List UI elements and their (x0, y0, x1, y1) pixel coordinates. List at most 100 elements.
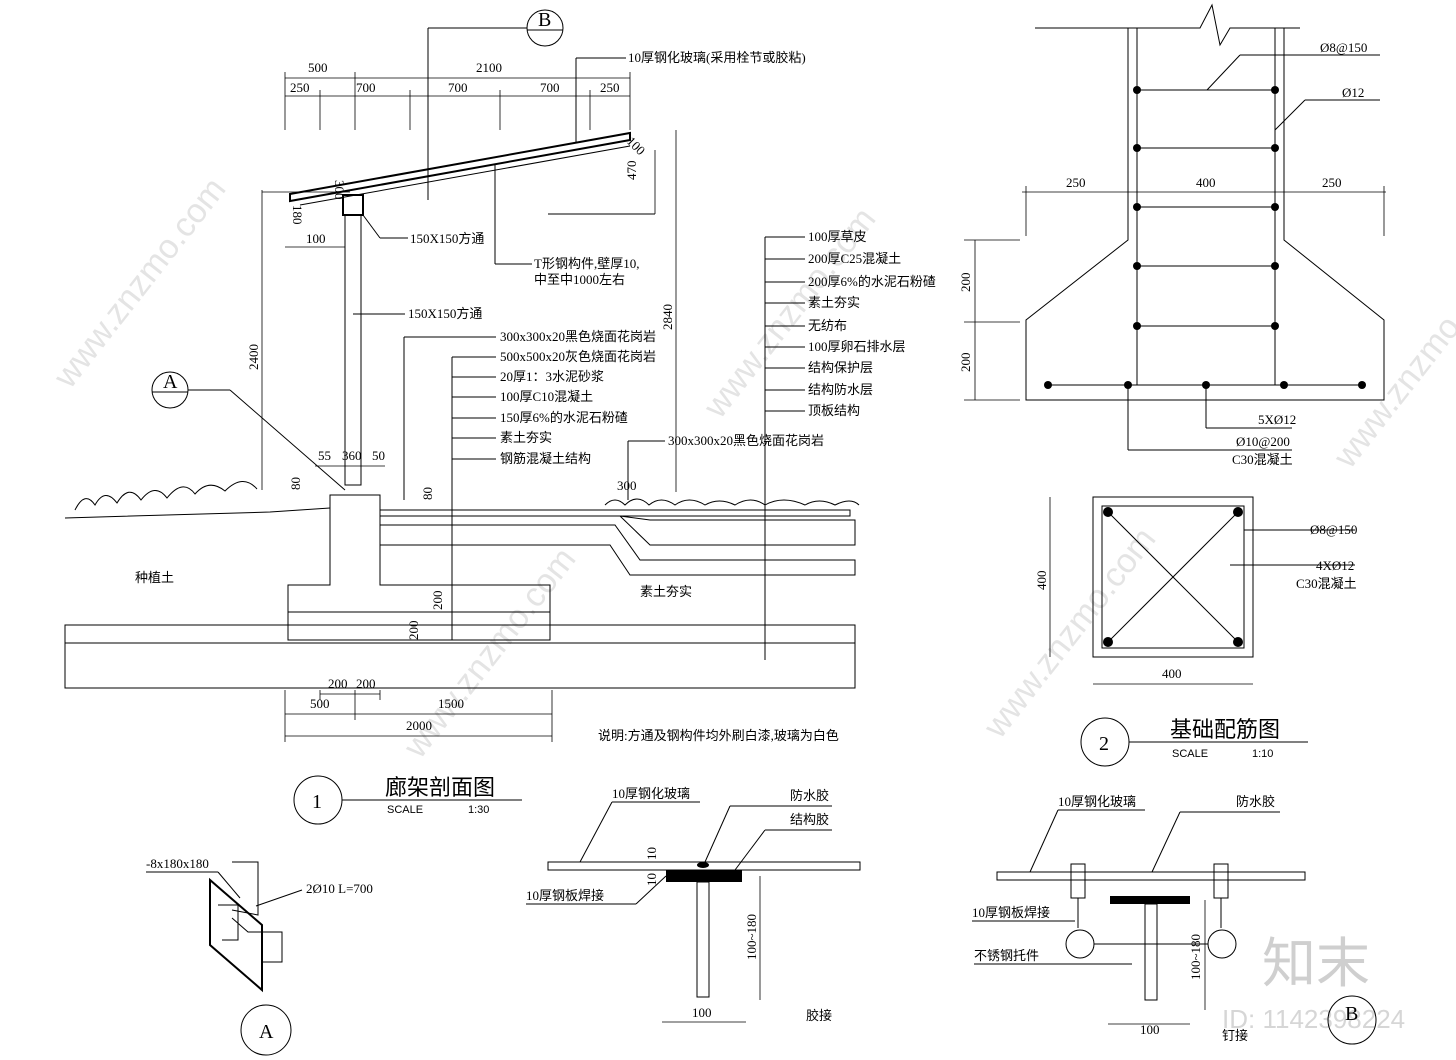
detail-a-bar-label: 2Ø10 L=700 (306, 881, 373, 896)
steel-plate-b (1110, 896, 1190, 904)
soil-left: 种植土 (135, 570, 174, 585)
plan-dim: 400 (1034, 571, 1049, 591)
dim-2400: 2400 (246, 344, 261, 370)
dim-250: 250 (600, 80, 620, 95)
paving-layer: 150厚6%的水泥石粉碴 (500, 410, 628, 425)
detail-a-marker-label: A (259, 1021, 274, 1043)
glass-roof (289, 131, 631, 203)
foundation-dim: 200 (958, 353, 973, 373)
t-steel (696, 881, 710, 998)
lawn-layer: 200厚C25混凝土 (808, 251, 901, 266)
glue-label: 结构胶 (790, 812, 829, 827)
stirrups (1044, 86, 1366, 389)
dim-200: 200 (328, 676, 348, 691)
marker-b-label: B (538, 9, 551, 31)
dim-80: 80 (288, 477, 303, 490)
tsteel-label-1: T形钢构件,壁厚10, (534, 256, 639, 271)
footing-outline (1025, 28, 1385, 401)
detail-a-plate-label: -8x180x180 (146, 856, 209, 871)
dim-55: 55 (318, 448, 331, 463)
foundation-label: Ø10@200 (1236, 434, 1290, 449)
foundation-scale-value: 1:10 (1252, 748, 1273, 760)
brand-id: ID: 1142398224 (1222, 1004, 1405, 1034)
foundation-label: 5XØ12 (1258, 412, 1296, 427)
column-plan (1092, 496, 1254, 658)
nail-label: 不锈钢托件 (974, 948, 1039, 963)
plan-label: Ø8@150 (1310, 522, 1357, 537)
watermark-text: www.znzmo.com (1326, 251, 1456, 476)
steel-plate (666, 870, 742, 882)
dim-50: 50 (372, 448, 385, 463)
nail-marker-label: B (1345, 1003, 1358, 1025)
paving-layer-list: 300x300x20黑色烧面花岗岩 500x500x20灰色烧面花岗岩 20厚1… (500, 329, 656, 466)
foundation-label: Ø12 (1342, 85, 1364, 100)
dim-500: 500 (308, 60, 328, 75)
nail-label: 10厚钢化玻璃 (1058, 794, 1136, 809)
lawn-layer: 100厚卵石排水层 (808, 339, 906, 354)
nail-marker (1327, 995, 1377, 1045)
lawn-layer: 无纺布 (808, 318, 847, 333)
dim-100-top: 100 (624, 134, 648, 158)
foundation-drawing: 250 400 250 200 200 Ø8@150 Ø12 5XØ12 Ø10… (958, 3, 1386, 767)
paving-surface (379, 509, 851, 517)
watermark-text: www.znzmo.com (46, 171, 234, 396)
detail-a-marker (240, 1004, 292, 1056)
dim-200a: 200 (430, 591, 445, 611)
paving-layer: 20厚1：3水泥砂浆 (500, 369, 604, 384)
lawn-layer: 200厚6%的水泥石粉碴 (808, 274, 936, 289)
tube-label-2: 150X150方通 (408, 306, 482, 321)
detail-a-drawing: -8x180x180 2Ø10 L=700 A (146, 856, 373, 1056)
bracket-ring (1065, 929, 1095, 959)
tsteel-label-2: 中至中1000左右 (534, 272, 625, 287)
glue-dim: 100 (692, 1005, 712, 1020)
foundation-dim: 250 (1322, 175, 1342, 190)
post-column (344, 214, 362, 486)
dim-700: 700 (448, 80, 468, 95)
nail-dim: 100 (1140, 1022, 1160, 1037)
plan-dim: 400 (1162, 666, 1182, 681)
glue-title: 胶接 (806, 1008, 832, 1023)
dim-2100: 2100 (476, 60, 502, 75)
marker-a-label: A (163, 371, 178, 393)
foundation-label: Ø8@150 (1320, 40, 1367, 55)
brand-logo: 知末 (1262, 932, 1370, 995)
paving-layer: 素土夯实 (500, 430, 552, 445)
paving-layer: 500x500x20灰色烧面花岗岩 (500, 349, 656, 364)
section-scale-label: SCALE (387, 804, 423, 816)
section-scale-value: 1:30 (468, 804, 489, 816)
glue-label: 10厚钢化玻璃 (612, 786, 690, 801)
dim-1500: 1500 (438, 696, 464, 711)
dim-2840: 2840 (660, 304, 675, 330)
glue-dim: 10 (644, 873, 659, 886)
dim-470: 470 (624, 161, 639, 181)
lawn-layer: 结构防水层 (808, 382, 873, 397)
plan-label: 4XØ12 (1316, 558, 1354, 573)
dim-200b: 200 (406, 621, 421, 641)
watermark-text: www.znzmo.com (976, 521, 1164, 746)
slab (64, 642, 856, 689)
dim-300b: 300 (617, 478, 637, 493)
nail-label: 10厚钢板焊接 (972, 905, 1050, 920)
foundation-scale-label: SCALE (1172, 748, 1208, 760)
section-note: 说明:方通及钢构件均外刷白漆,玻璃为白色 (598, 728, 839, 743)
bracket-ring (1207, 929, 1237, 959)
glue-dim: 10 (644, 847, 659, 860)
dim-100: 100 (306, 231, 326, 246)
glue-label: 防水胶 (790, 788, 829, 803)
dim-80b: 80 (420, 487, 435, 500)
section-number: 1 (312, 791, 322, 813)
ground-line (64, 507, 331, 519)
tube-label-1: 150X150方通 (410, 231, 484, 246)
soil-right: 素土夯实 (640, 584, 692, 599)
foundation-dim: 200 (958, 273, 973, 293)
paving-layer: 300x300x20黑色烧面花岗岩 (500, 329, 656, 344)
dim-200: 200 (356, 676, 376, 691)
section-drawing: 500 2100 250 700 700 700 250 B 10厚钢化玻璃(采… (64, 9, 936, 825)
glue-dim: 100~180 (744, 914, 759, 960)
foundation-dim: 250 (1066, 175, 1086, 190)
foundation-number: 2 (1099, 733, 1109, 755)
plan-label: C30混凝土 (1296, 576, 1357, 591)
dim-500: 500 (310, 696, 330, 711)
shrub-line (74, 481, 258, 511)
